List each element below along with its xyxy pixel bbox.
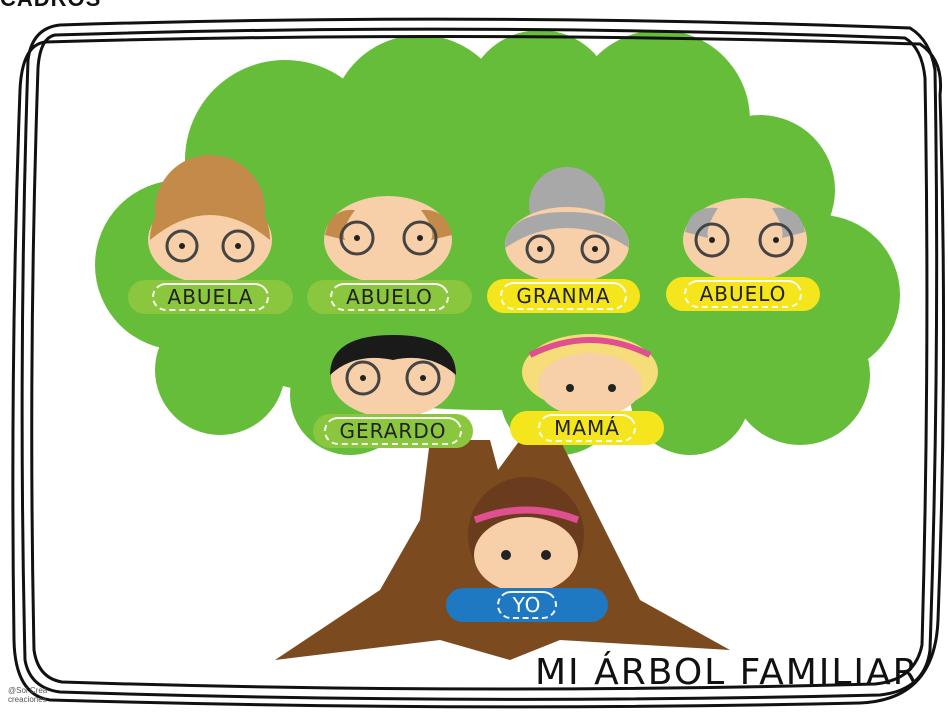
scribble-frame — [11, 17, 946, 709]
credit-line-1: @Sol Crea — [8, 686, 48, 695]
abuela-face — [148, 155, 272, 284]
name-tag-label: YO — [496, 591, 558, 619]
credit-line-2: creaciones — [8, 695, 47, 704]
page-title: MI ÁRBOL FAMILIAR — [535, 652, 920, 693]
name-tag-mama: MAMÁ — [510, 411, 664, 445]
yo-figure — [468, 477, 584, 593]
name-tag-abuelo-2: ABUELO — [666, 277, 820, 311]
name-tag-granma: GRANMA — [487, 279, 640, 313]
mama-face — [522, 334, 658, 417]
name-tag-label: MAMÁ — [538, 414, 636, 442]
name-tag-label: GRANMA — [500, 282, 627, 310]
gerardo-face — [330, 335, 456, 418]
credit-watermark: @Sol Crea creaciones — [8, 686, 47, 704]
granma-face — [505, 167, 629, 283]
name-tag-abuela: ABUELA — [128, 280, 293, 314]
name-tag-yo: YO — [446, 588, 608, 622]
name-tag-gerardo: GERARDO — [313, 414, 473, 448]
name-tag-label: GERARDO — [323, 417, 463, 445]
abuelo-2-face — [683, 198, 807, 282]
name-tag-label: ABUELO — [683, 280, 803, 308]
abuelo-1-face — [324, 196, 452, 284]
corner-heading: CADROS — [0, 0, 101, 12]
name-tag-label: ABUELO — [330, 283, 449, 311]
name-tag-abuelo-1: ABUELO — [307, 280, 472, 314]
name-tag-label: ABUELA — [151, 283, 270, 311]
